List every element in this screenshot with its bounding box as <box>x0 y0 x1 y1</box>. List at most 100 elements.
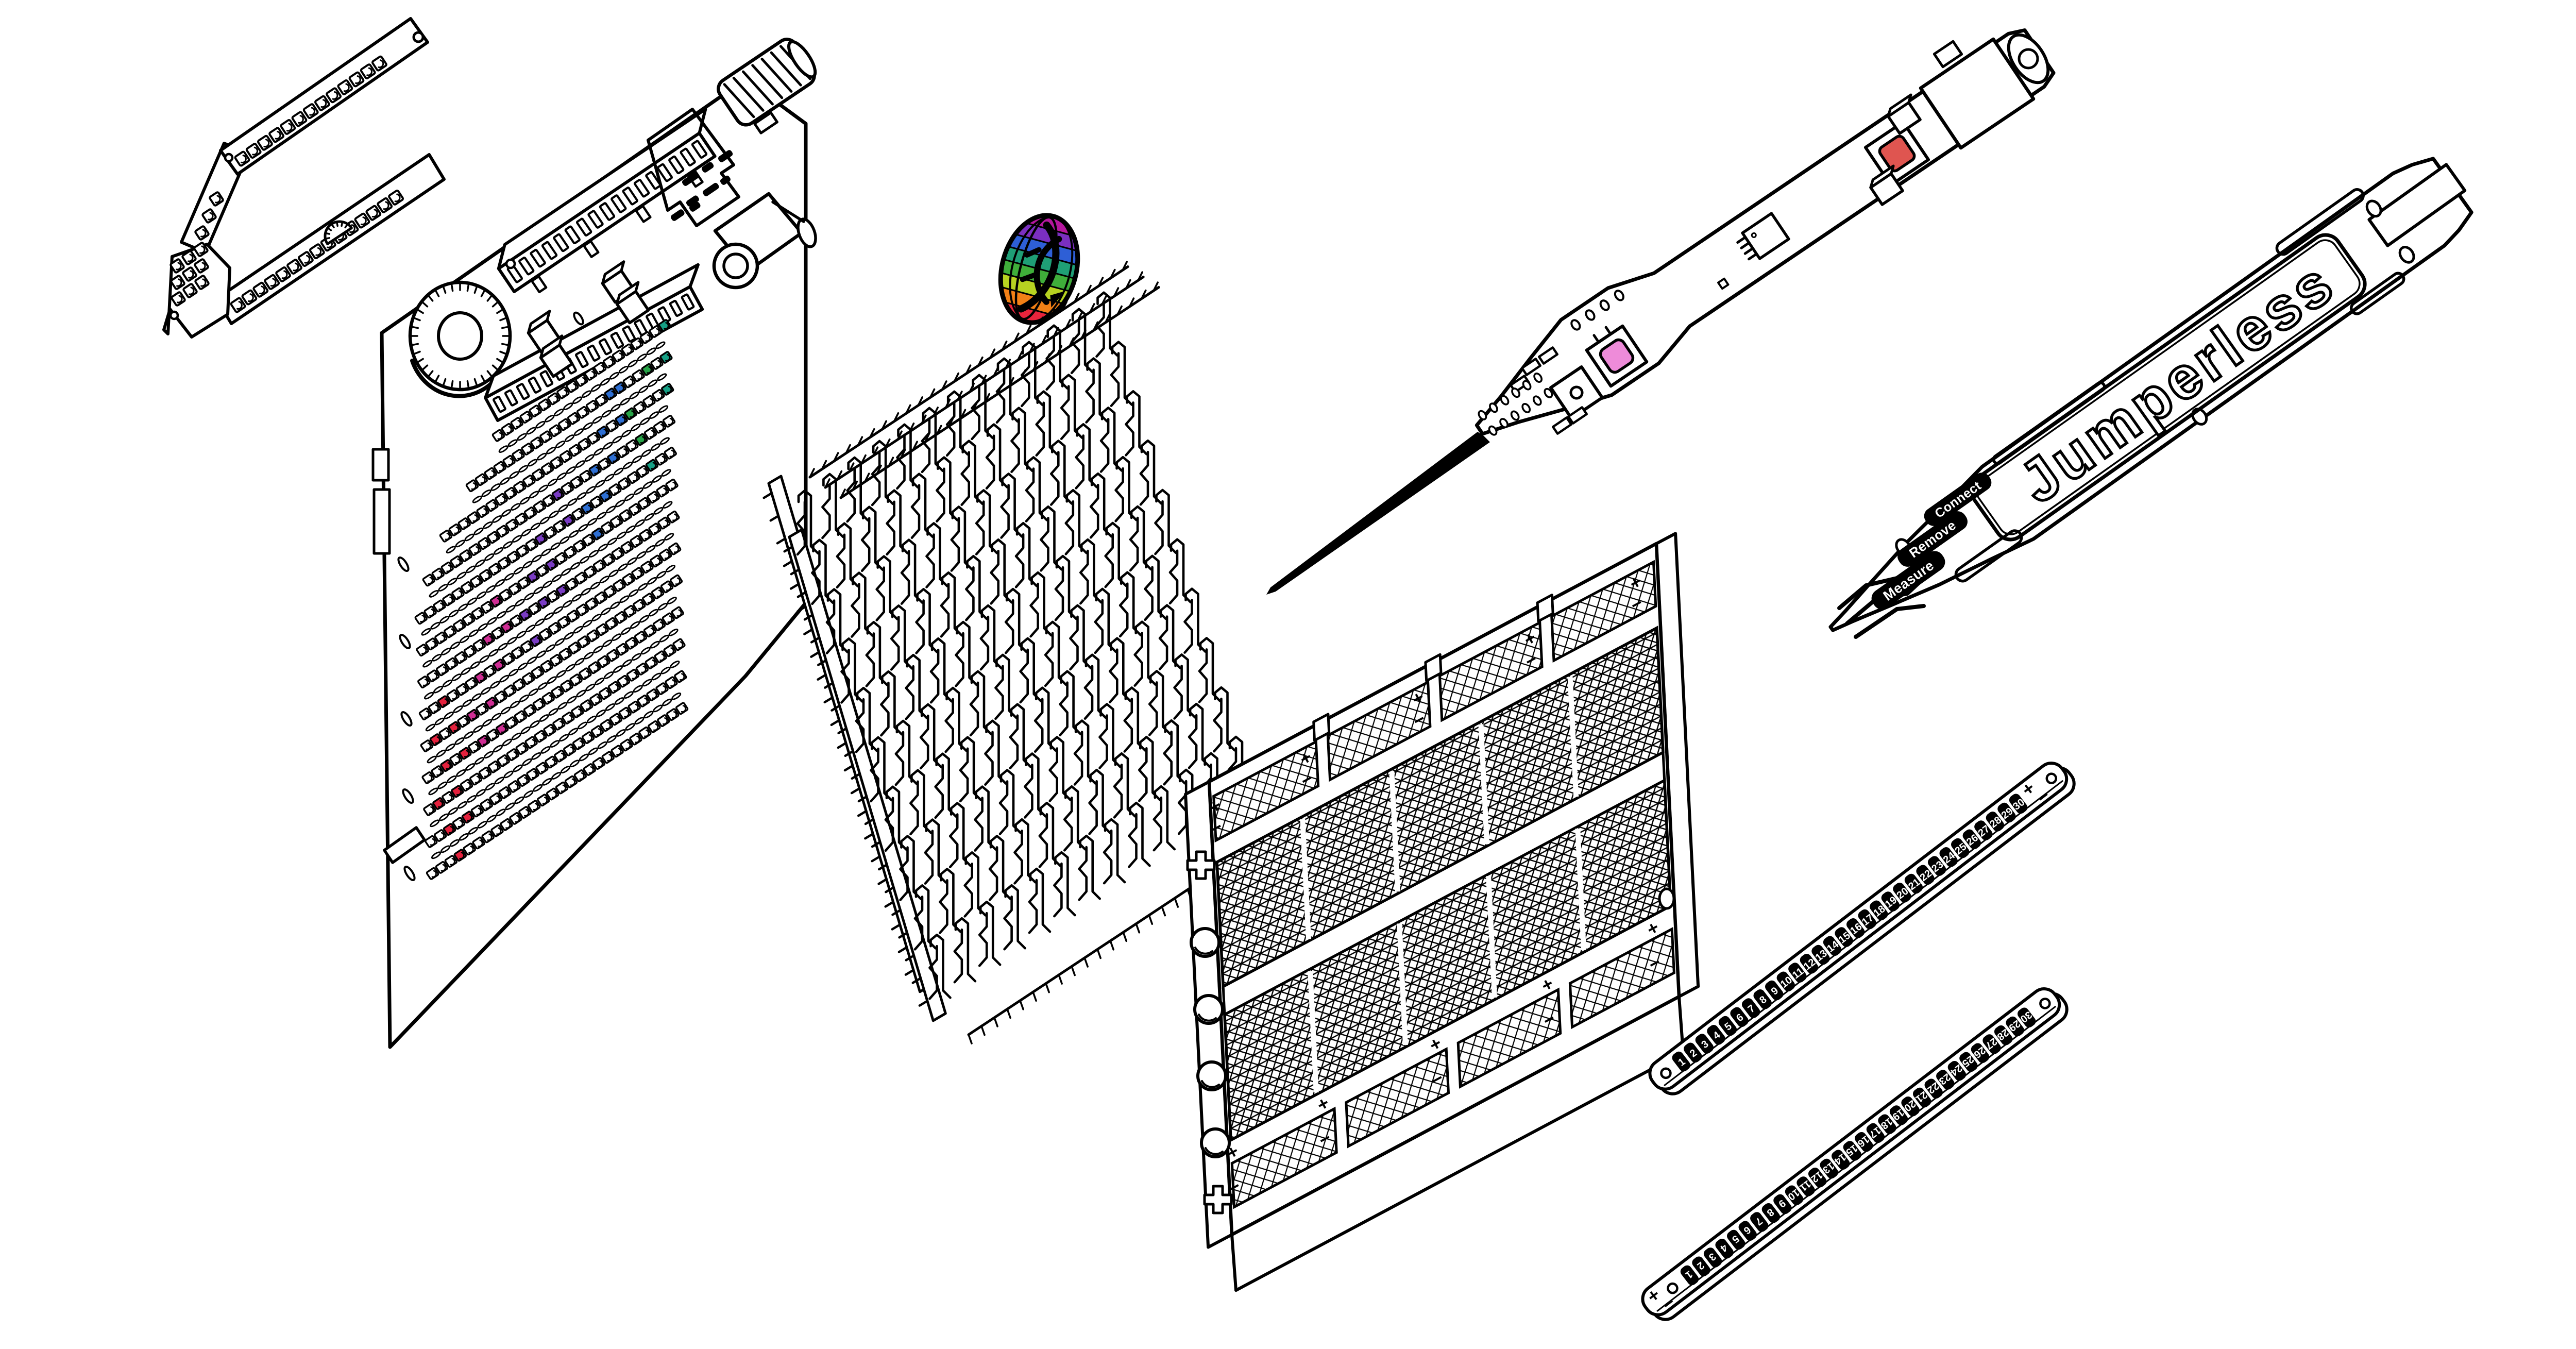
led-pad <box>597 655 611 668</box>
comb-tooth <box>871 855 881 863</box>
grid-slot <box>522 758 532 766</box>
comb-tooth <box>1113 287 1120 297</box>
comb-tooth <box>896 430 903 441</box>
comb-tooth <box>1096 948 1101 959</box>
hole-shade <box>1201 1080 1220 1088</box>
pad-notch <box>562 389 568 397</box>
pad-notch <box>595 498 601 507</box>
grid-slot <box>433 685 444 694</box>
header-hole <box>586 344 601 362</box>
pad-notch <box>630 639 636 648</box>
pad-notch <box>589 370 595 379</box>
pad-notch <box>522 777 528 785</box>
grid-slot <box>540 746 551 754</box>
pad-notch <box>592 632 598 640</box>
silkscreen-glyph <box>718 150 733 162</box>
pad-notch <box>599 365 604 373</box>
led-pad <box>462 613 476 626</box>
led-pad <box>577 635 590 649</box>
grid-slot <box>623 461 633 469</box>
rail-cell <box>1962 829 1981 850</box>
grid-slot <box>466 795 477 803</box>
grid-slot <box>466 565 476 574</box>
grid-slot <box>564 434 575 442</box>
comb-tooth <box>796 591 807 598</box>
castellated-pad <box>268 127 284 143</box>
grid-slot <box>575 460 585 468</box>
knurl-tick <box>466 380 470 390</box>
grid-slot <box>498 445 509 453</box>
grid-slot <box>633 685 643 693</box>
pad-body <box>314 95 330 111</box>
led-pad <box>581 731 595 744</box>
led-pad <box>672 638 686 651</box>
grid-slot <box>572 396 583 404</box>
led-pad <box>509 812 522 825</box>
grid-slot <box>548 708 558 716</box>
grid-slot <box>476 789 486 797</box>
pad-notch <box>597 530 602 538</box>
pad-notch <box>465 782 471 789</box>
knurl-tick <box>480 289 486 297</box>
comb-tooth <box>929 388 936 399</box>
rail-cell <box>1788 963 1807 983</box>
knurl-tick <box>427 370 434 378</box>
led-pad-lit <box>562 514 575 527</box>
rail-cell <box>1986 812 2005 832</box>
knurl-tick <box>450 380 454 390</box>
led-pad <box>516 544 530 558</box>
grid-slot <box>568 728 579 736</box>
comb-tooth <box>918 1000 929 1007</box>
silkscreen-glyph <box>686 195 699 207</box>
rail-cell <box>1870 900 1888 921</box>
knurl-tick <box>410 343 419 346</box>
pad-body <box>388 190 404 206</box>
pad-notch <box>644 729 650 737</box>
edge-connector <box>371 448 390 482</box>
spring-clip <box>1019 637 1042 704</box>
led-pad <box>520 640 534 653</box>
grid-slot <box>439 813 449 821</box>
pad-notch <box>604 690 609 698</box>
cover-slot <box>1954 529 2023 583</box>
header-leg <box>531 275 548 294</box>
grid-slot <box>556 472 567 480</box>
grid-slot <box>651 672 662 681</box>
grid-slot <box>560 536 570 544</box>
pad-notch <box>646 564 652 571</box>
comb-tooth <box>1016 350 1023 361</box>
grid-slot <box>549 510 559 518</box>
logo-disc <box>989 206 1089 332</box>
header-hole <box>633 179 650 198</box>
led-pad <box>425 637 438 651</box>
pad-notch <box>394 193 401 203</box>
pad-notch <box>557 491 563 499</box>
pad-notch <box>298 115 304 124</box>
smd-body <box>1552 416 1572 435</box>
led-pad <box>453 619 466 632</box>
rail-cell <box>1858 909 1876 930</box>
castellated-pad <box>245 143 262 159</box>
grid-slot <box>425 723 435 732</box>
comb-tooth <box>898 932 908 939</box>
pad-notch <box>515 815 520 823</box>
grid-slot <box>461 667 471 675</box>
led-pad <box>468 543 482 556</box>
grid-slot <box>483 521 493 529</box>
edge-slot <box>397 557 410 572</box>
knurl-tick <box>486 370 494 378</box>
spring-clip <box>998 769 1022 835</box>
cover-slot <box>2349 272 2405 315</box>
led-pad <box>531 666 545 679</box>
pad-notch <box>241 155 247 163</box>
pad-body <box>268 127 284 143</box>
rail-cell <box>1765 980 1784 1001</box>
comb-tooth <box>1037 316 1044 327</box>
cross-cutout <box>1203 1185 1233 1215</box>
comb-tooth <box>1005 359 1011 369</box>
led-pad <box>668 542 682 555</box>
grid-slot <box>520 497 530 505</box>
pad-notch <box>585 473 590 481</box>
spring-clip <box>899 835 922 901</box>
comb-tooth <box>863 473 870 483</box>
